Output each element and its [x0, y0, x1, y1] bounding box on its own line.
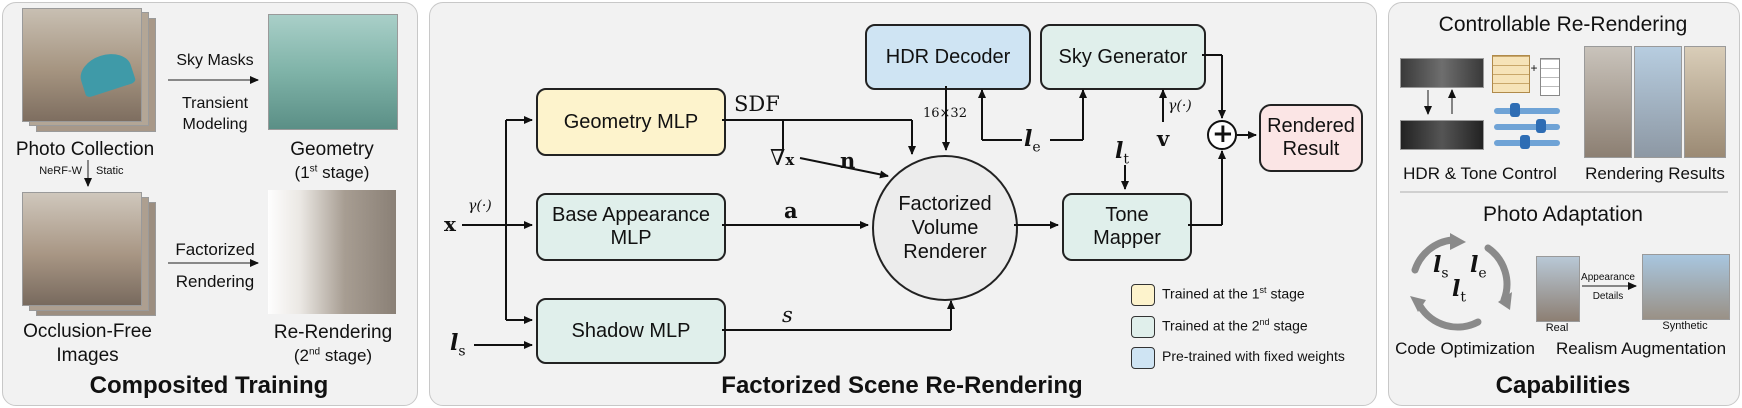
static-label: Static [96, 165, 124, 177]
cycle-l-e: le [1470, 252, 1487, 282]
shadow-mlp-box: Shadow MLP [536, 298, 726, 364]
hdr-env-map-bottom [1400, 120, 1484, 150]
rerendering-label: Re-Rendering [273, 322, 393, 343]
grid-stack-icon [1540, 58, 1560, 96]
hdr-decoder-box: HDR Decoder [865, 24, 1031, 90]
rendering-result-1 [1584, 46, 1632, 158]
x-input-label: x [444, 212, 456, 236]
occlusion-free-label-2: Images [56, 345, 119, 366]
composited-training-title: Composited Training [89, 372, 329, 399]
geometry-stage-label: (1st stage) [294, 163, 370, 182]
geometry-label: Geometry [290, 139, 374, 160]
controllable-rerendering-label: Controllable Re-Rendering [1438, 13, 1688, 36]
legend-swatch-3 [1131, 347, 1155, 369]
legend-swatch-2 [1131, 316, 1155, 338]
n-label: n [840, 148, 856, 173]
dim-16x32-label: 16×32 [923, 106, 967, 121]
synthetic-label: Synthetic [1662, 320, 1708, 332]
rerendering-stage-label: (2nd stage) [293, 346, 373, 365]
transient-label-1: Transient [181, 95, 249, 112]
factorized-scene-title: Factorized Scene Re-Rendering [721, 372, 1083, 399]
geometry-render-image [268, 14, 398, 130]
code-optimization-label: Code Optimization [1395, 339, 1535, 358]
rendering-results-label: Rendering Results [1585, 164, 1725, 183]
hdr-tone-control-label: HDR & Tone Control [1403, 164, 1557, 183]
legend-text-2: Trained at the 2nd stage [1162, 317, 1308, 334]
geometry-mlp-box: Geometry MLP [536, 88, 726, 156]
hdr-env-map-top [1400, 58, 1484, 88]
factorized-label-2: Rendering [175, 272, 255, 291]
gamma-label-v: γ(·) [1168, 98, 1192, 114]
rendering-result-3 [1684, 46, 1726, 158]
gamma-label-x: γ(·) [468, 198, 492, 214]
legend-swatch-1 [1131, 284, 1155, 306]
factorized-label-1: Factorized [175, 240, 255, 259]
l-t-label: lt [1115, 138, 1129, 168]
v-label: v [1157, 126, 1170, 151]
cycle-l-s: ls [1433, 252, 1449, 282]
real-photo [1536, 256, 1580, 322]
sky-generator-box: Sky Generator [1040, 24, 1206, 90]
sky-masks-label: Sky Masks [176, 52, 254, 69]
appearance-label: Appearance [1581, 272, 1635, 283]
real-label: Real [1545, 322, 1569, 334]
capabilities-title: Capabilities [1495, 372, 1631, 399]
details-label: Details [1592, 291, 1624, 302]
cycle-l-t: lt [1452, 276, 1466, 306]
l-s-label: ls [450, 330, 466, 360]
nerf-w-label: NeRF-W [39, 165, 82, 177]
rendering-result-2 [1634, 46, 1682, 158]
legend-text-1: Trained at the 1st stage [1162, 285, 1305, 302]
occlusion-free-label-1: Occlusion-Free [23, 321, 152, 342]
grid-plus-sign: + [1530, 61, 1538, 75]
s-label: s [782, 303, 793, 327]
synthetic-photo [1642, 254, 1730, 320]
plus-symbol: + [1212, 119, 1234, 149]
rerendering-image [268, 190, 396, 314]
realism-augmentation-label: Realism Augmentation [1555, 339, 1727, 358]
a-label: a [784, 198, 798, 223]
l-e-label: le [1024, 126, 1041, 156]
grid-cube-icon [1492, 55, 1530, 93]
transient-label-2: Modeling [182, 116, 248, 133]
photo-adaptation-label: Photo Adaptation [1483, 203, 1643, 226]
legend-text-3: Pre-trained with fixed weights [1162, 348, 1345, 364]
nabla-x-label: ∇x [770, 146, 795, 171]
photo-collection-label: Photo Collection [15, 139, 155, 160]
sdf-label: SDF [734, 92, 780, 116]
